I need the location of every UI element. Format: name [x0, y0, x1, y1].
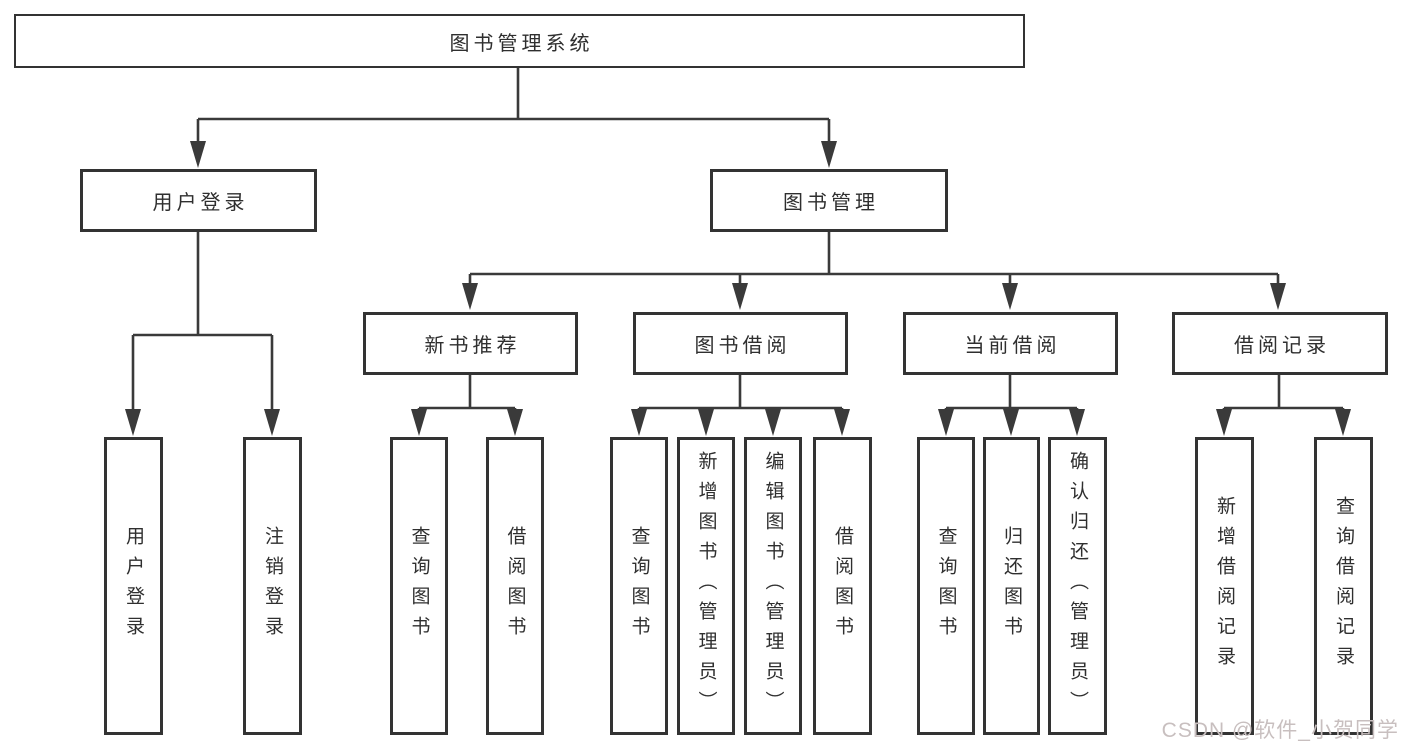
node-label: 图书借阅	[694, 335, 791, 357]
arrowhead	[462, 283, 478, 310]
leaf-logout: 注销登录	[243, 437, 302, 735]
leaf-return-books: 归还图书	[983, 437, 1040, 735]
node-label: 当前借阅	[964, 335, 1061, 357]
node-book-borrow: 图书借阅	[633, 312, 848, 375]
node-current-borrow: 当前借阅	[903, 312, 1118, 375]
node-new-book-recommend: 新书推荐	[363, 312, 578, 375]
leaf-query-books-recommend: 查询图书	[390, 437, 448, 735]
arrowhead	[190, 141, 206, 168]
leaf-borrow-books-recommend: 借阅图书	[486, 437, 544, 735]
node-label: 图书管理	[783, 192, 879, 214]
arrowhead	[821, 141, 837, 168]
leaf-borrow-books: 借阅图书	[813, 437, 872, 735]
node-label: 查询图书	[935, 526, 957, 646]
node-label: 用户登录	[152, 192, 249, 214]
leaf-query-books-current: 查询图书	[917, 437, 975, 735]
node-label: 确认归还（管理员）	[1067, 451, 1088, 721]
node-label: 新增图书（管理员）	[695, 451, 717, 721]
arrowhead	[125, 409, 141, 436]
leaf-add-books-admin: 新增图书（管理员）	[677, 437, 735, 735]
node-borrow-records: 借阅记录	[1172, 312, 1388, 375]
node-label: 查询借阅记录	[1333, 496, 1354, 676]
connector-user-login-children	[131, 232, 274, 411]
leaf-confirm-return-admin: 确认归还（管理员）	[1048, 437, 1107, 735]
connector-borrow-records-children	[1222, 375, 1345, 411]
node-label: 归还图书	[1001, 526, 1022, 646]
arrowhead	[732, 283, 748, 310]
connector-book-management-children	[468, 232, 1280, 285]
connector-root-to-level2	[196, 68, 831, 143]
node-book-management: 图书管理	[710, 169, 948, 232]
arrowhead	[1335, 409, 1351, 436]
arrowhead	[411, 409, 427, 436]
arrowhead	[507, 409, 523, 436]
arrowhead	[1270, 283, 1286, 310]
node-label: 编辑图书（管理员）	[762, 451, 784, 721]
leaf-user-login: 用户登录	[104, 437, 163, 735]
connector-current-borrow-children	[944, 375, 1079, 411]
connector-new-book-children	[417, 375, 517, 411]
arrowhead	[1216, 409, 1232, 436]
leaf-query-books-borrow: 查询图书	[610, 437, 668, 735]
node-label: 借阅图书	[832, 526, 853, 646]
node-user-login: 用户登录	[80, 169, 317, 232]
leaf-add-borrow-record: 新增借阅记录	[1195, 437, 1254, 735]
arrowhead	[938, 409, 954, 436]
arrowhead	[264, 409, 280, 436]
arrowhead	[1003, 409, 1019, 436]
arrowhead	[631, 409, 647, 436]
watermark-text: CSDN @软件_小贺同学	[1161, 719, 1399, 742]
node-label: 注销登录	[262, 526, 283, 646]
node-label: 借阅图书	[504, 526, 526, 646]
node-label: 新增借阅记录	[1214, 496, 1235, 676]
arrowhead	[834, 409, 850, 436]
node-label: 查询图书	[408, 526, 430, 646]
node-label: 查询图书	[628, 526, 650, 646]
node-label: 借阅记录	[1234, 335, 1330, 357]
connector-book-borrow-children	[637, 375, 844, 411]
arrowhead	[1069, 409, 1085, 436]
leaf-edit-books-admin: 编辑图书（管理员）	[744, 437, 802, 735]
leaf-query-borrow-record: 查询借阅记录	[1314, 437, 1373, 735]
node-label: 新书推荐	[424, 335, 521, 357]
node-label: 图书管理系统	[449, 32, 594, 55]
node-label: 用户登录	[123, 526, 144, 646]
arrowhead	[765, 409, 781, 436]
arrowhead	[1002, 283, 1018, 310]
node-library-management-system: 图书管理系统	[14, 14, 1025, 68]
arrowhead	[698, 409, 714, 436]
